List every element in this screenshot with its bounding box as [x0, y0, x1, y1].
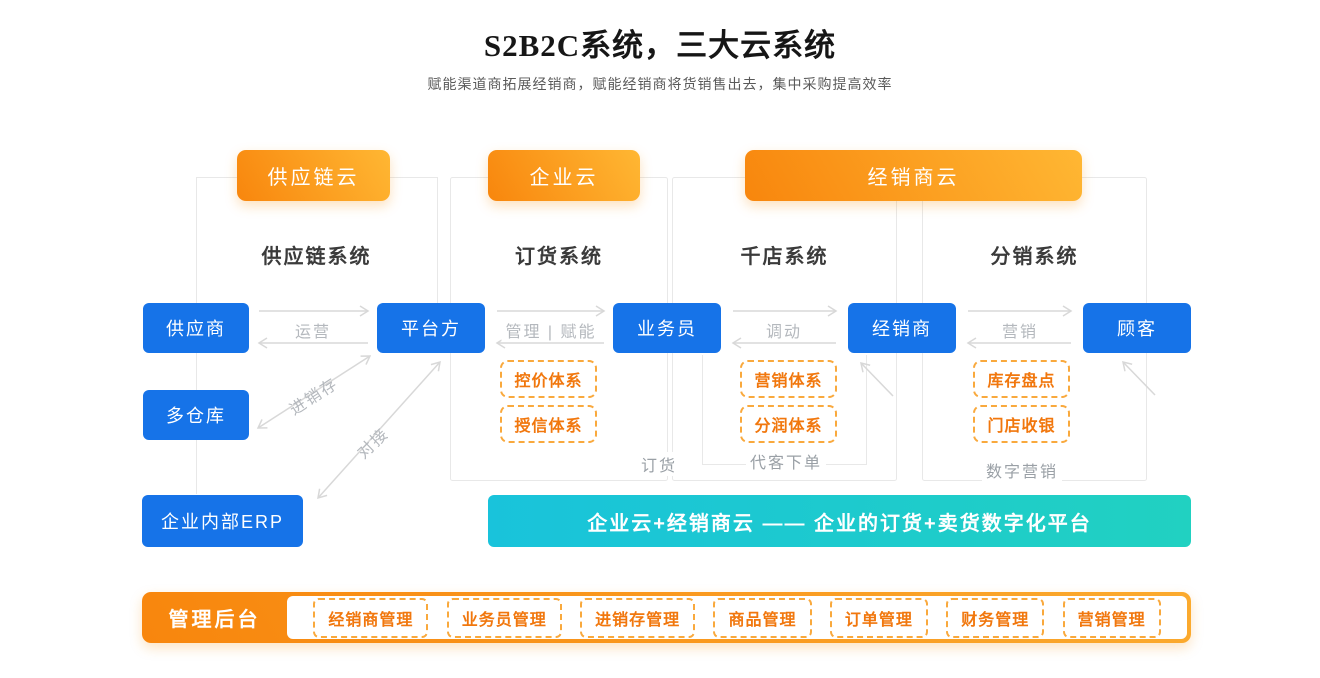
admin-panel: 管理后台 经销商管理 业务员管理 进销存管理 商品管理 订单管理 财务管理 营销… [142, 592, 1191, 643]
page-title: S2B2C系统，三大云系统 [483, 28, 837, 63]
distributor-box: 经销商 [848, 303, 956, 353]
admin-module-order-mgmt: 订单管理 [829, 597, 928, 638]
salesman-box: 业务员 [613, 303, 721, 353]
admin-module-distributor-mgmt: 经销商管理 [313, 597, 429, 638]
zone-label-order-on-behalf: 代客下单 [745, 449, 827, 473]
zone-label-digital-marketing: 数字营销 [981, 458, 1063, 482]
admin-module-salesman-mgmt: 业务员管理 [446, 597, 562, 638]
admin-panel-label: 管理后台 [168, 609, 261, 631]
system-header-supply-chain: 供应链系统 [261, 246, 372, 268]
supply-chain-cloud-badge: 供应链云 [237, 150, 390, 201]
capability-marketing-system: 营销体系 [740, 360, 837, 398]
enterprise-cloud-badge: 企业云 [488, 150, 640, 201]
system-header-ordering: 订货系统 [515, 246, 603, 268]
system-header-thousand-store: 千店系统 [740, 246, 829, 268]
admin-module-psi-mgmt: 进销存管理 [580, 597, 696, 638]
flow-label-dispatch: 调动 [761, 318, 807, 342]
capability-profit-sharing: 分润体系 [740, 405, 837, 443]
admin-module-finance-mgmt: 财务管理 [946, 597, 1045, 638]
distributor-cloud-badge: 经销商云 [745, 150, 1082, 201]
erp-box: 企业内部ERP [142, 495, 303, 547]
capability-credit-system: 授信体系 [500, 405, 597, 443]
summary-banner: 企业云+经销商云 —— 企业的订货+卖货数字化平台 [488, 495, 1191, 547]
admin-module-product-mgmt: 商品管理 [713, 597, 812, 638]
capability-store-cashier: 门店收银 [973, 405, 1070, 443]
capability-inventory-check: 库存盘点 [973, 360, 1070, 398]
supplier-box: 供应商 [143, 303, 249, 353]
page-subtitle: 赋能渠道商拓展经销商，赋能经销商将货销售出去，集中采购提高效率 [427, 76, 893, 92]
system-header-distribution: 分销系统 [990, 246, 1079, 268]
flow-label-manage-empower: 管理 | 赋能 [501, 318, 601, 342]
customer-box: 顾客 [1083, 303, 1191, 353]
platform-box: 平台方 [377, 303, 485, 353]
zone-label-ordering: 订货 [636, 452, 682, 476]
flow-label-marketing: 营销 [997, 318, 1043, 342]
flow-label-operation: 运营 [290, 318, 336, 342]
capability-price-control: 控价体系 [500, 360, 597, 398]
admin-module-marketing-mgmt: 营销管理 [1062, 597, 1161, 638]
multi-warehouse-box: 多仓库 [143, 390, 249, 440]
admin-module-list: 经销商管理 业务员管理 进销存管理 商品管理 订单管理 财务管理 营销管理 [287, 596, 1187, 639]
